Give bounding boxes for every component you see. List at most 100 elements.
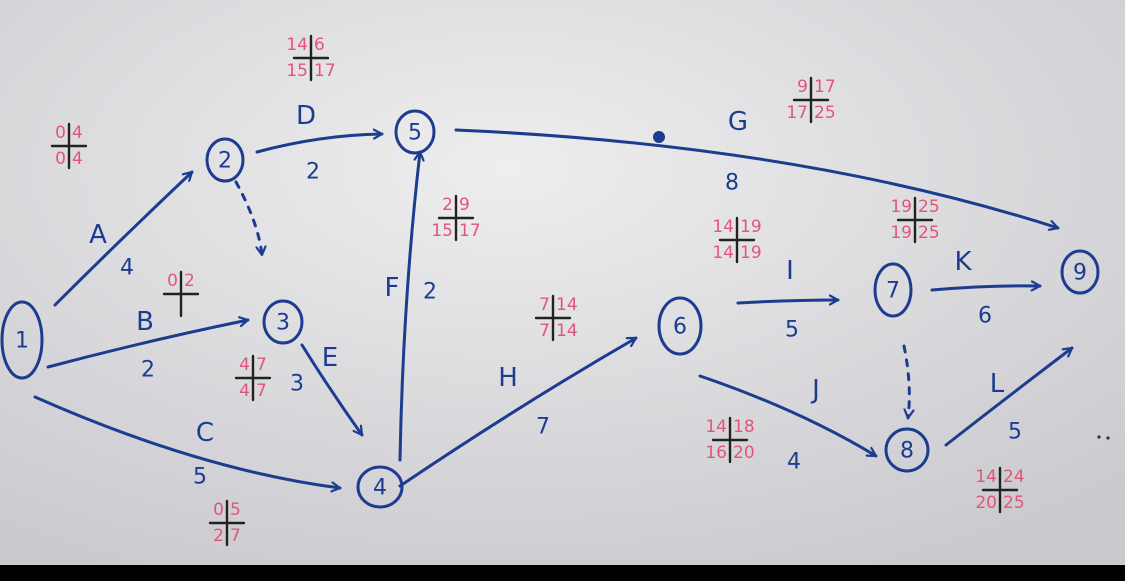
node-7: 7 bbox=[873, 262, 913, 318]
earliest-finish-value: 19 bbox=[740, 217, 762, 237]
activity-name-a: A bbox=[89, 220, 107, 250]
node-2: 2 bbox=[205, 137, 245, 183]
latest-start-value: 16 bbox=[705, 443, 727, 463]
latest-start-value: 15 bbox=[286, 61, 308, 81]
latest-start-value: 15 bbox=[431, 221, 453, 241]
node-label: 6 bbox=[673, 315, 687, 340]
time-cross-k: 19 25 19 25 bbox=[890, 196, 940, 244]
node-9: 9 bbox=[1060, 249, 1100, 295]
activity-name-g: G bbox=[728, 107, 748, 137]
node-circle bbox=[205, 137, 245, 183]
latest-start-value: 4 bbox=[239, 381, 250, 401]
earliest-finish-value: 7 bbox=[256, 355, 267, 375]
node-label: 7 bbox=[886, 279, 900, 304]
earliest-start-value: 14 bbox=[705, 417, 727, 437]
dummy-arrow-7-8 bbox=[902, 344, 909, 420]
latest-finish-value: 7 bbox=[256, 381, 267, 401]
time-cross-l: 14 24 20 25 bbox=[975, 466, 1025, 514]
earliest-start-value: 14 bbox=[975, 467, 997, 487]
activity-arrow-h bbox=[398, 336, 638, 488]
node-circle bbox=[657, 296, 703, 356]
activity-name-h: H bbox=[498, 363, 518, 393]
latest-start-value: 19 bbox=[890, 223, 912, 243]
node-circle bbox=[262, 299, 304, 345]
stray-dot bbox=[1106, 436, 1110, 440]
activity-arrow-f bbox=[398, 150, 420, 462]
time-cross-j: 14 18 16 20 bbox=[705, 416, 755, 464]
earliest-finish-value: 2 bbox=[184, 271, 195, 291]
earliest-start-value: 0 bbox=[55, 123, 66, 143]
earliest-finish-value: 5 bbox=[230, 500, 241, 520]
dummy-arrow-2-3 bbox=[234, 180, 262, 257]
node-label: 8 bbox=[900, 439, 914, 464]
activity-duration-h: 7 bbox=[536, 415, 550, 440]
earliest-finish-value: 25 bbox=[918, 197, 940, 217]
activity-duration-l: 5 bbox=[1008, 420, 1022, 445]
node-4: 4 bbox=[356, 465, 404, 509]
earliest-start-value: 9 bbox=[797, 77, 808, 97]
activity-duration-j: 4 bbox=[787, 450, 801, 475]
node-label: 2 bbox=[218, 149, 232, 174]
activity-arrow-i bbox=[736, 300, 840, 303]
latest-finish-value: 20 bbox=[733, 443, 755, 463]
activity-duration-a: 4 bbox=[120, 256, 134, 281]
latest-finish-value: 17 bbox=[314, 61, 336, 81]
activity-duration-b: 2 bbox=[141, 358, 155, 383]
activity-name-i: I bbox=[786, 256, 794, 286]
latest-finish-value: 25 bbox=[918, 223, 940, 243]
earliest-start-value: 7 bbox=[539, 295, 550, 315]
node-label: 3 bbox=[276, 311, 290, 336]
activity-name-d: D bbox=[296, 101, 316, 131]
node-6: 6 bbox=[657, 296, 703, 356]
earliest-start-value: 19 bbox=[890, 197, 912, 217]
paper-background bbox=[0, 0, 1125, 565]
node-circle bbox=[394, 109, 436, 155]
latest-start-value: 20 bbox=[975, 493, 997, 513]
earliest-finish-value: 4 bbox=[72, 123, 83, 143]
activity-name-f: F bbox=[385, 273, 400, 303]
activity-arrow-e bbox=[300, 343, 364, 437]
node-label: 4 bbox=[373, 476, 387, 501]
node-label: 5 bbox=[408, 121, 422, 146]
latest-start-value: 0 bbox=[55, 149, 66, 169]
latest-finish-value: 25 bbox=[1003, 493, 1025, 513]
latest-finish-value: 4 bbox=[72, 149, 83, 169]
node-circle bbox=[873, 262, 913, 318]
earliest-start-value: 4 bbox=[239, 355, 250, 375]
activity-duration-c: 5 bbox=[193, 465, 207, 490]
latest-finish-value: 14 bbox=[556, 321, 578, 341]
activity-arrow-k bbox=[930, 286, 1042, 290]
activity-name-j: J bbox=[810, 375, 820, 405]
activity-arrow-a bbox=[53, 170, 194, 307]
activity-name-l: L bbox=[990, 369, 1005, 399]
activity-arrow-l bbox=[944, 346, 1074, 447]
earliest-start-value: 0 bbox=[213, 500, 224, 520]
activity-arrow-b bbox=[46, 320, 250, 369]
activity-duration-f: 2 bbox=[423, 280, 437, 305]
earliest-start-value: 14 bbox=[286, 35, 308, 55]
latest-finish-value: 19 bbox=[740, 243, 762, 263]
activity-duration-g: 8 bbox=[725, 171, 739, 196]
activity-arrow-d bbox=[255, 134, 384, 154]
latest-start-value: 17 bbox=[786, 103, 808, 123]
activity-name-e: E bbox=[322, 343, 338, 373]
node-circle bbox=[884, 427, 930, 473]
node-3: 3 bbox=[262, 299, 304, 345]
earliest-finish-value: 18 bbox=[733, 417, 755, 437]
ink-blot bbox=[653, 131, 665, 143]
earliest-start-value: 0 bbox=[167, 271, 178, 291]
activity-duration-e: 3 bbox=[290, 372, 304, 397]
earliest-start-value: 2 bbox=[442, 195, 453, 215]
activity-duration-i: 5 bbox=[785, 318, 799, 343]
earliest-finish-value: 24 bbox=[1003, 467, 1025, 487]
bottom-dark-band bbox=[0, 565, 1125, 576]
activity-arrow-c bbox=[33, 395, 342, 488]
